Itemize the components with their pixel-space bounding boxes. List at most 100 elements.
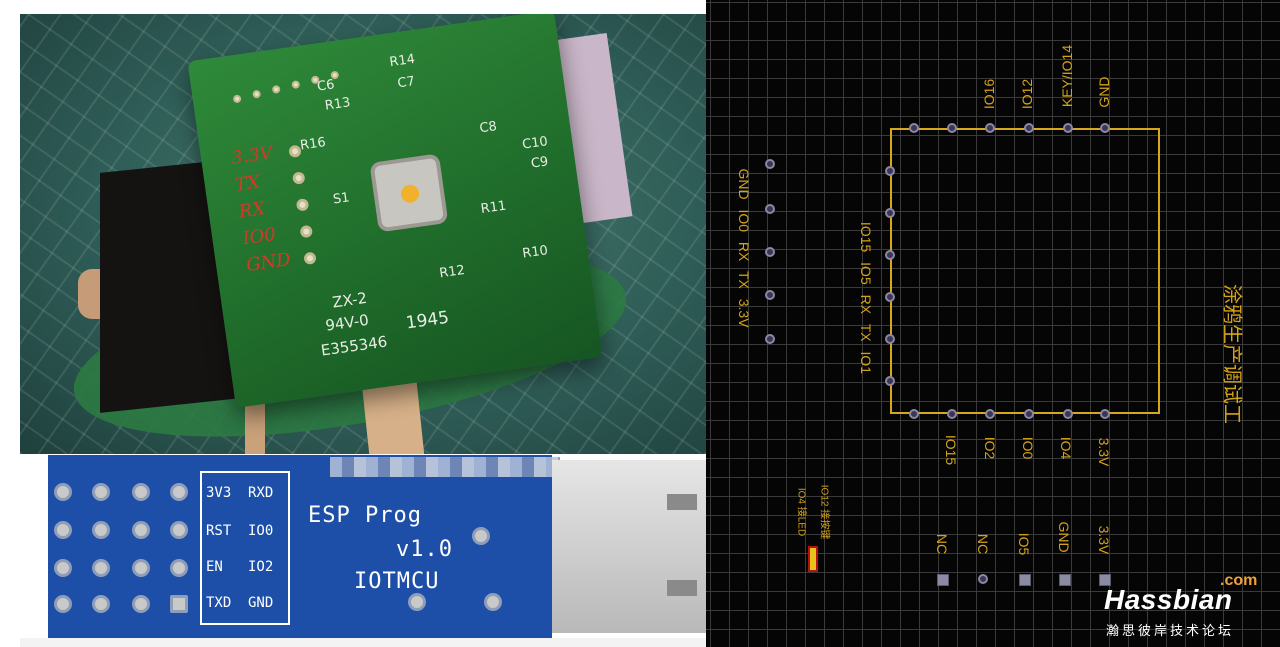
pin-label: IO4 — [1058, 436, 1074, 460]
pin-node — [885, 208, 895, 218]
silkscreen-label: E355346 — [319, 332, 389, 360]
header-hole — [92, 595, 110, 613]
pin-node — [1100, 123, 1110, 133]
watermark-brand: Hassbian — [1104, 584, 1233, 615]
pcb-photo: 3.3V TX RX IO0 GND R14 C7 R13 C6 R16 S1 … — [20, 14, 706, 454]
mount-hole — [408, 593, 426, 611]
esp-pin-label: GND — [248, 595, 274, 611]
chip-pad — [937, 574, 949, 586]
header-node — [765, 334, 775, 344]
header-hole — [170, 483, 188, 501]
pin-pad-io0 — [299, 224, 314, 239]
pin-label: KEY/IO14 — [1059, 44, 1075, 108]
pin-node — [885, 250, 895, 260]
header-pin-label: GND IO0 RX TX 3.3V — [736, 168, 752, 328]
mount-hole — [484, 593, 502, 611]
green-pcb: 3.3V TX RX IO0 GND R14 C7 R13 C6 R16 S1 … — [187, 14, 603, 409]
silkscreen-label: C10 — [521, 134, 549, 153]
pin-node — [947, 409, 957, 419]
mount-hole — [472, 527, 490, 545]
header-hole — [92, 483, 110, 501]
header-hole — [170, 595, 188, 613]
bottom-strip — [20, 638, 706, 647]
pin-label: IO16 — [981, 78, 997, 110]
silkscreen-label: R16 — [299, 135, 327, 154]
side-pin-label: IO15 IO5 RX TX IO1 — [858, 221, 874, 375]
button-note: IO12 接按键 — [818, 484, 830, 540]
esp-pin-label: EN — [206, 559, 223, 575]
header-hole — [170, 521, 188, 539]
chip-pin-label: 3.3V — [1096, 525, 1112, 555]
esp-pin-label: RST — [206, 523, 232, 539]
chip-pad — [1099, 574, 1111, 586]
pin-node — [909, 409, 919, 419]
pin-label: IO0 — [241, 223, 278, 250]
header-hole — [271, 84, 281, 94]
pin-label: IO2 — [982, 436, 998, 460]
pin-label-group: 3.3V TX RX IO0 GND — [230, 140, 292, 277]
header-node — [765, 159, 775, 169]
pin-label: IO12 — [1019, 78, 1035, 110]
silkscreen-label: R13 — [323, 95, 352, 114]
watermark-tagline: 瀚思彼岸技术论坛 — [1106, 624, 1235, 639]
pin-label: 3.3V — [1096, 437, 1112, 467]
esp-prog-brand: IOTMCU — [354, 569, 440, 594]
chip-pad — [978, 574, 988, 584]
pin-label: IO0 — [1020, 436, 1036, 460]
pin-node — [909, 123, 919, 133]
photo-panel: 3.3V TX RX IO0 GND R14 C7 R13 C6 R16 S1 … — [20, 14, 706, 647]
silkscreen-label: ZX-2 — [331, 288, 369, 312]
pin-label: TX — [233, 171, 262, 196]
pin-node — [1024, 123, 1034, 133]
led-note: IO4 接LED — [795, 487, 807, 537]
pin-label: RX — [237, 198, 267, 223]
pin-node — [985, 409, 995, 419]
chip-pin-label: NC — [934, 533, 950, 555]
watermark: .com Hassbian 瀚思彼岸技术论坛 — [1090, 572, 1270, 642]
header-hole — [54, 521, 72, 539]
esp-prog-title: ESP Prog — [308, 503, 422, 528]
chip-pad — [1019, 574, 1031, 586]
header-hole — [132, 559, 150, 577]
silkscreen-label: R10 — [521, 243, 549, 262]
silkscreen-label: R12 — [438, 262, 466, 282]
header-node — [765, 204, 775, 214]
terminal-leg — [245, 404, 265, 454]
pin-node — [1024, 409, 1034, 419]
chip-pin-label: IO5 — [1016, 532, 1032, 556]
module-outline — [890, 128, 1160, 414]
header-hole — [132, 483, 150, 501]
schematic-panel: IO16 IO12 KEY/IO14 GND IO15 IO2 IO0 IO4 … — [706, 0, 1280, 647]
usb-slot — [667, 494, 697, 510]
pin-label-frame — [200, 471, 290, 625]
blurred-area — [330, 457, 560, 477]
pin-node — [885, 166, 895, 176]
pin-label: 3.3V — [229, 142, 275, 170]
pin-label: GND — [1096, 76, 1112, 108]
esp-pin-label: 3V3 — [206, 485, 232, 501]
header-hole — [232, 94, 242, 104]
pin-node — [1063, 123, 1073, 133]
silkscreen-label: 1945 — [404, 307, 451, 334]
pin-label: IO15 — [943, 434, 959, 466]
header-hole — [291, 80, 301, 90]
chip-pad — [1059, 574, 1071, 586]
silkscreen-label: C9 — [530, 154, 550, 172]
pin-pad-tx — [291, 171, 306, 185]
silkscreen-label: C6 — [316, 77, 336, 95]
led-symbol — [808, 546, 818, 572]
header-hole — [54, 559, 72, 577]
esp-pin-label: RXD — [248, 485, 274, 501]
esp-pin-label: IO0 — [248, 523, 274, 539]
header-hole — [170, 559, 188, 577]
esp-pin-label: IO2 — [248, 559, 274, 575]
header-hole — [132, 595, 150, 613]
esp-prog-board: 3V3 RXD RST IO0 EN IO2 TXD GND ESP Prog … — [48, 455, 552, 638]
pin-node — [985, 123, 995, 133]
header-hole — [132, 521, 150, 539]
silkscreen-label: C8 — [478, 119, 498, 137]
header-node — [765, 290, 775, 300]
pin-node — [885, 292, 895, 302]
header-hole — [252, 89, 262, 99]
header-node — [765, 247, 775, 257]
